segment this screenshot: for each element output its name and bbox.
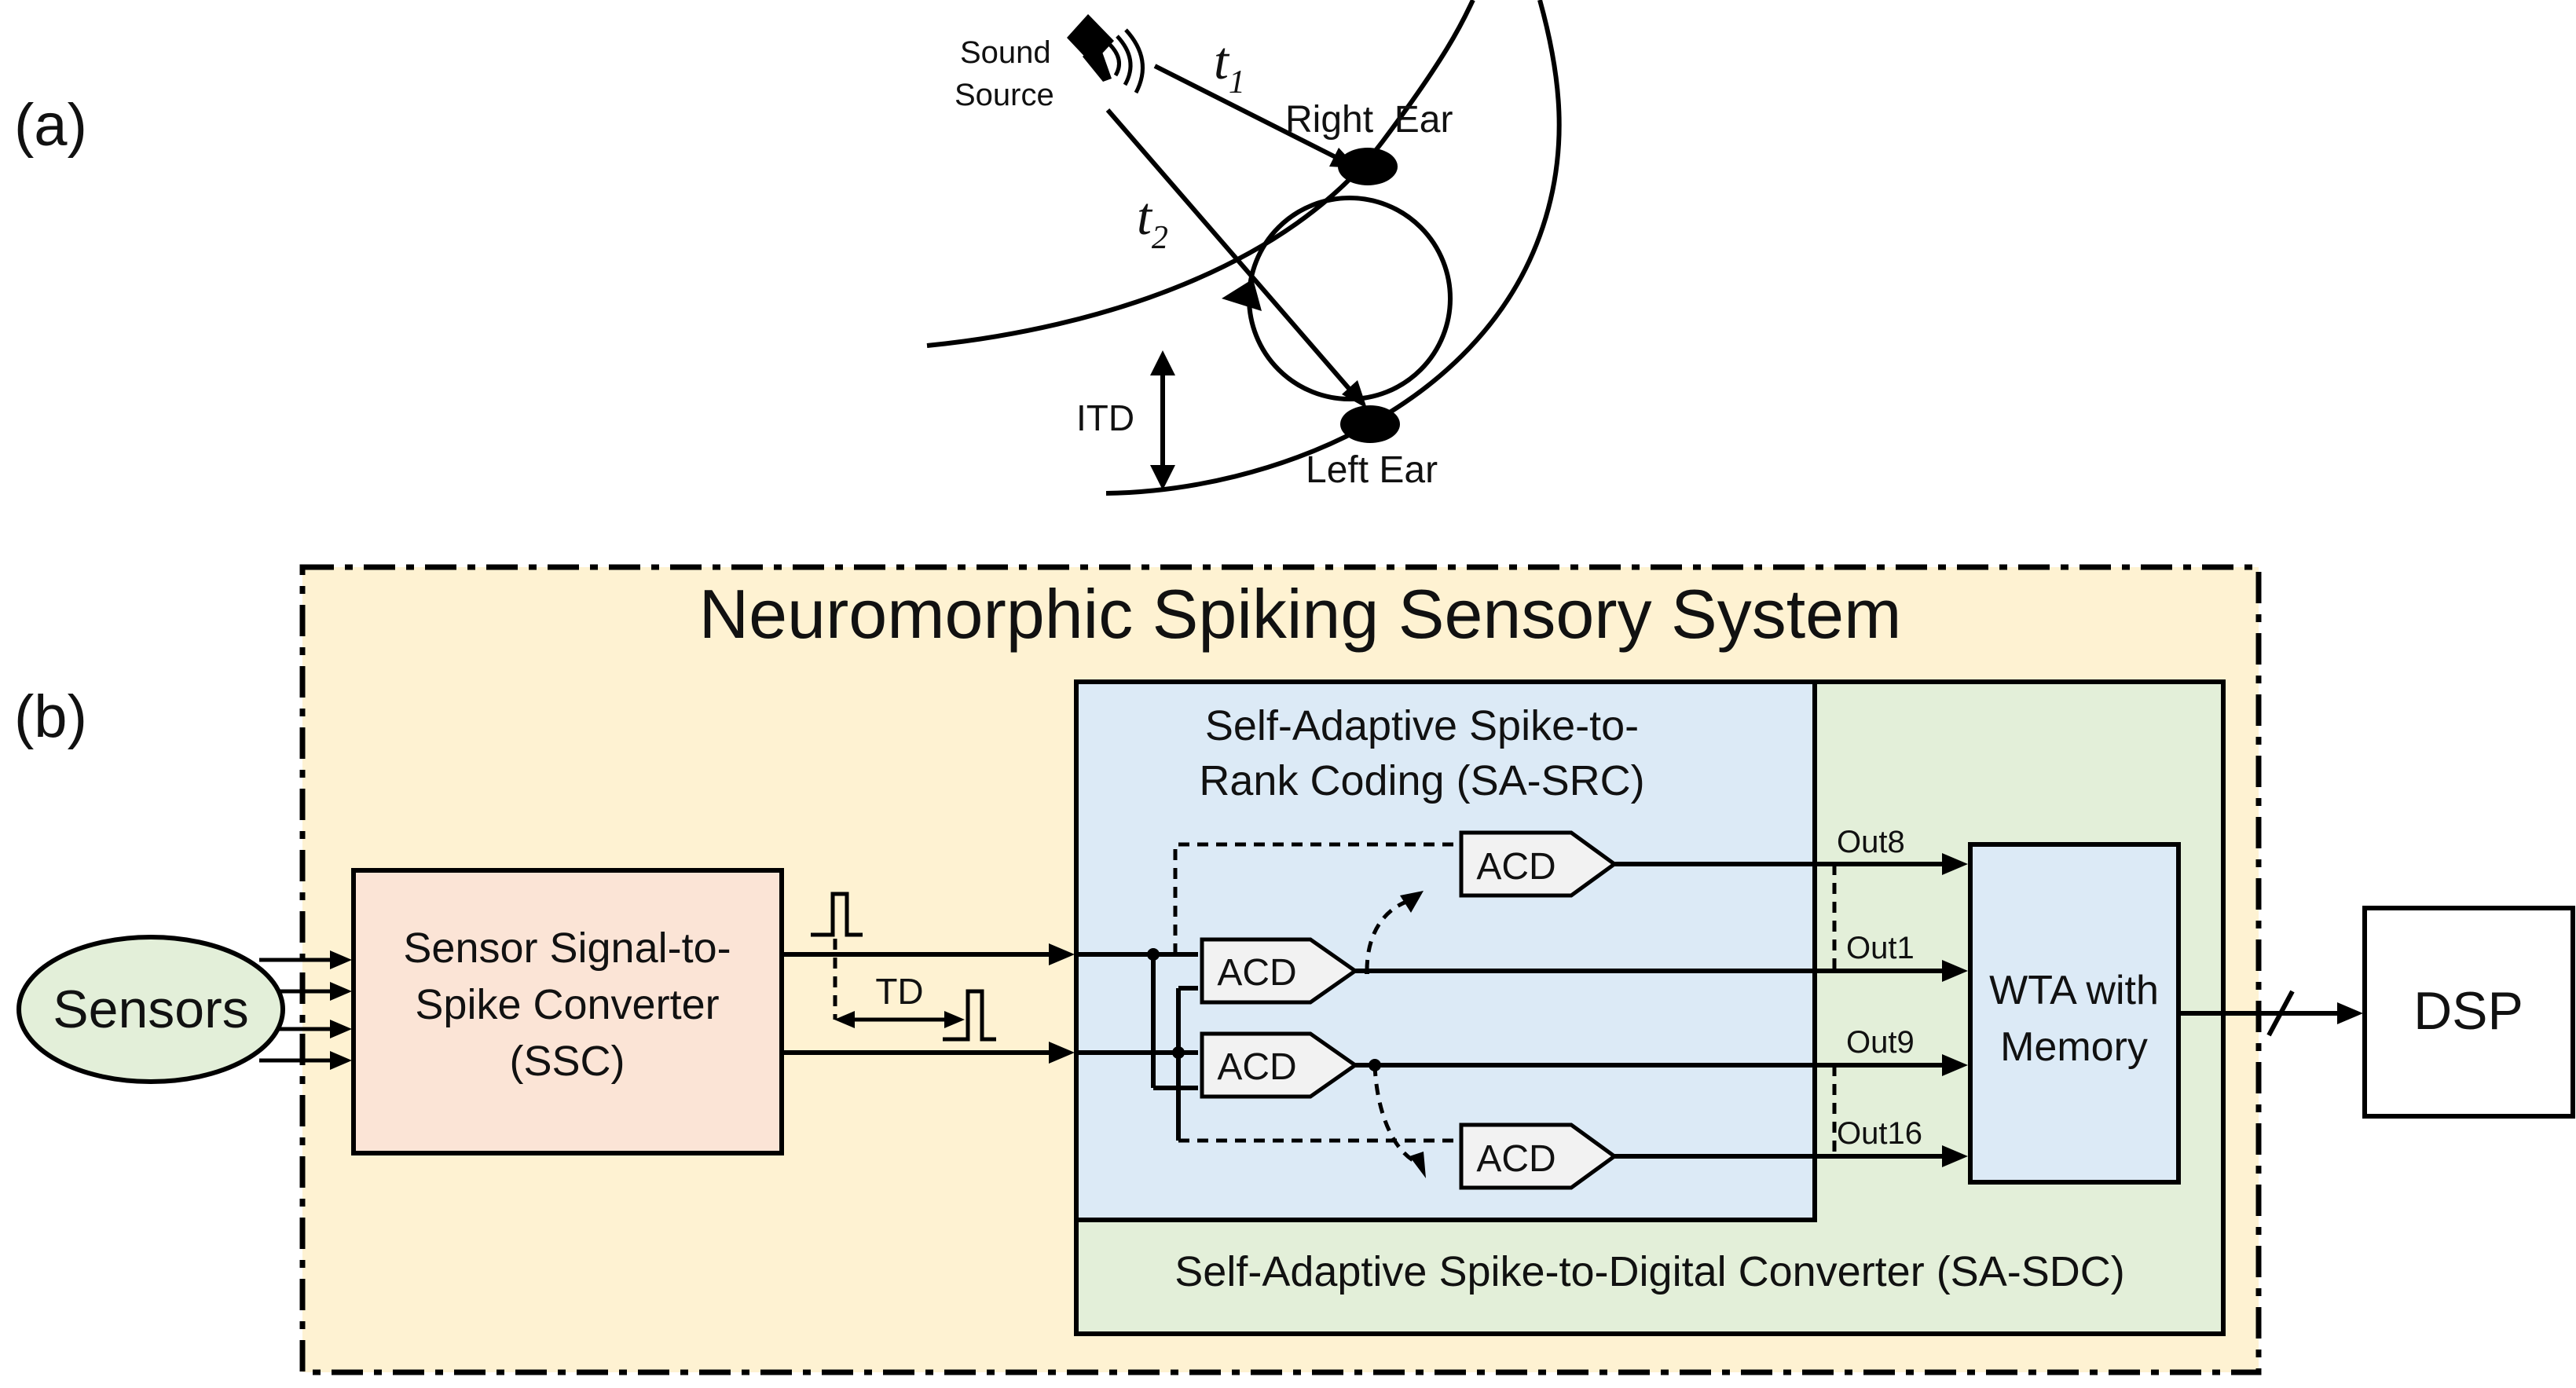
svg-text:ACD: ACD bbox=[1476, 846, 1555, 888]
sensors-label: Sensors bbox=[53, 980, 248, 1039]
sound-source-label-2: Source bbox=[955, 78, 1054, 112]
right-ear-label: Right Ear bbox=[1285, 99, 1453, 141]
feedback-arc-bottom bbox=[1372, 1064, 1416, 1163]
src-wiring bbox=[1075, 842, 1461, 1143]
head-circle bbox=[1247, 196, 1453, 401]
output-label-out16: Out16 bbox=[1837, 1116, 1922, 1151]
left-ear-shape bbox=[1340, 405, 1400, 443]
t2-label: t2 bbox=[1137, 186, 1168, 256]
ray-t2 bbox=[1105, 108, 1354, 393]
sa-src-block bbox=[1074, 679, 1817, 1222]
sa-src-label-1: Self-Adaptive Spike-to- bbox=[1205, 702, 1639, 749]
nose bbox=[1222, 279, 1262, 311]
dsp-label: DSP bbox=[2413, 981, 2523, 1041]
right-ear-shape bbox=[1338, 148, 1398, 185]
itd-illustration: Sound Source t1 t2 Right Ear Left Ear bbox=[926, 0, 1562, 496]
svg-text:ACD: ACD bbox=[1476, 1138, 1555, 1180]
wta-label-1: WTA with bbox=[1989, 968, 2159, 1013]
acd-output-lines bbox=[1355, 853, 1968, 1167]
output-label-out9: Out9 bbox=[1846, 1025, 1915, 1060]
wta-block bbox=[1968, 842, 2181, 1185]
td-label: TD bbox=[875, 971, 923, 1012]
output-label-out8: Out8 bbox=[1837, 825, 1905, 859]
svg-text:ACD: ACD bbox=[1217, 1046, 1296, 1088]
output-label-out1: Out1 bbox=[1846, 931, 1915, 965]
bus-slash bbox=[2266, 990, 2295, 1037]
ssc-label-2: Spike Converter bbox=[415, 981, 719, 1028]
sa-sdc-label: Self-Adaptive Spike-to-Digital Converter… bbox=[1174, 1248, 2124, 1295]
feedback-arc-top bbox=[1365, 899, 1407, 972]
pulse-icon-1 bbox=[811, 892, 863, 937]
itd-label: ITD bbox=[1076, 397, 1134, 438]
ssc-block bbox=[351, 868, 784, 1155]
system-title: Neuromorphic Spiking Sensory System bbox=[699, 575, 1902, 653]
left-ear-label: Left Ear bbox=[1306, 449, 1438, 491]
speaker-icon bbox=[1067, 14, 1145, 94]
sensor-arrows bbox=[259, 950, 352, 1070]
sensors-node bbox=[16, 935, 285, 1084]
sa-src-label-2: Rank Coding (SA-SRC) bbox=[1199, 757, 1644, 804]
acd-mid-2: ACD bbox=[1200, 1031, 1359, 1099]
pulse-icon-2 bbox=[943, 989, 996, 1042]
panel-label-a: (a) bbox=[14, 92, 87, 159]
acd-mid-1: ACD bbox=[1200, 937, 1359, 1005]
wta-label-2: Memory bbox=[2000, 1024, 2148, 1070]
dsp-block bbox=[2362, 906, 2575, 1119]
panel-label-b: (b) bbox=[14, 683, 87, 750]
ssc-label-3: (SSC) bbox=[510, 1038, 625, 1085]
acd-bottom: ACD bbox=[1459, 1122, 1618, 1190]
ssc-label-1: Sensor Signal-to- bbox=[403, 925, 731, 972]
t1-label: t1 bbox=[1214, 31, 1245, 101]
arc-lower bbox=[1105, 0, 1562, 496]
sound-source-label-1: Sound bbox=[960, 35, 1051, 70]
ray-t1 bbox=[1153, 64, 1342, 162]
svg-text:ACD: ACD bbox=[1217, 952, 1296, 994]
acd-top: ACD bbox=[1459, 830, 1618, 898]
